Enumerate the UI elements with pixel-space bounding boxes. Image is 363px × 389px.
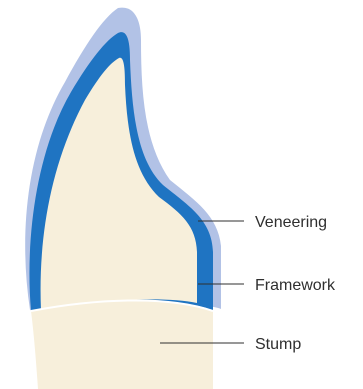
stump-label: Stump <box>255 336 301 353</box>
veneering-label: Veneering <box>255 214 327 231</box>
framework-label: Framework <box>255 277 336 294</box>
stump-root <box>31 300 213 389</box>
